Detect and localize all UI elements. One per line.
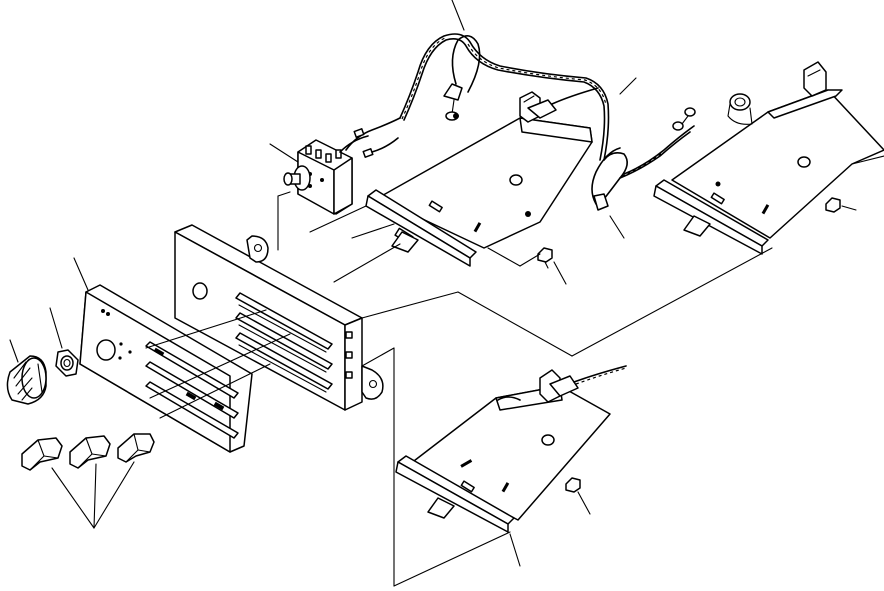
assembly-lines bbox=[145, 205, 773, 587]
wire-harness-top bbox=[399, 0, 610, 161]
lever-bracket-right bbox=[653, 61, 884, 255]
screw-right bbox=[825, 197, 857, 213]
housing-slots bbox=[235, 292, 333, 393]
lever-bracket-center bbox=[351, 87, 599, 267]
lever-knob-1 bbox=[21, 437, 63, 471]
screw-center bbox=[537, 247, 567, 285]
hex-nut bbox=[55, 349, 79, 377]
screw-bottom bbox=[565, 477, 591, 515]
lever-bracket-bottom bbox=[395, 365, 627, 567]
wire-harness-mid bbox=[591, 107, 696, 239]
lever-knob-3 bbox=[117, 433, 155, 463]
lever-knobs bbox=[21, 433, 155, 471]
face-plate bbox=[79, 284, 253, 453]
control-head-housing bbox=[174, 224, 384, 411]
blower-switch bbox=[277, 117, 401, 251]
rotary-knob bbox=[6, 355, 47, 405]
lever-knob-2 bbox=[69, 435, 111, 469]
leader-lines bbox=[9, 77, 637, 529]
